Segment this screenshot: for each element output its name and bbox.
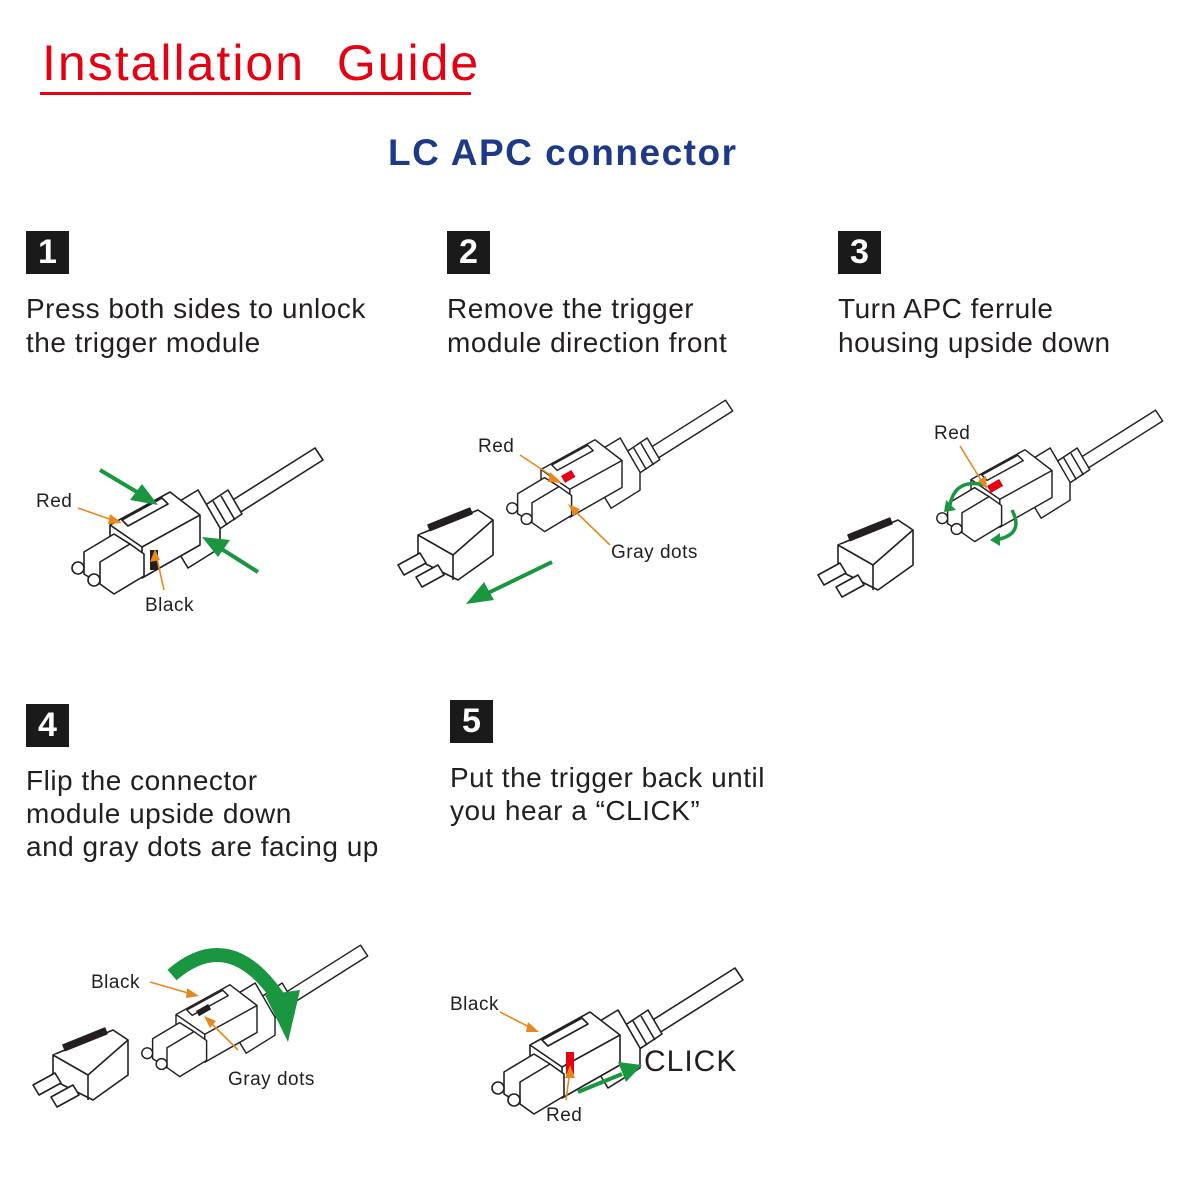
- step-5-label-red: Red: [546, 1105, 583, 1126]
- step-2-connector-drawing: [506, 399, 734, 533]
- step-3-connector-drawing: [936, 409, 1164, 543]
- step-3-text: Turn APC ferrule housing upside down: [838, 292, 1111, 360]
- step-2-line-2: module direction front: [447, 327, 728, 358]
- red-marker: [987, 479, 1004, 493]
- step-4-line-1: Flip the connector: [26, 765, 258, 796]
- rotate-arrow-icon: [944, 481, 1018, 546]
- step-1-line-2: the trigger module: [26, 327, 261, 358]
- step-5-line-1: Put the trigger back until: [450, 762, 765, 793]
- step-4-line-2: module upside down: [26, 798, 292, 829]
- step-4-label-gray-dots: Gray dots: [228, 1069, 315, 1090]
- flip-arrow-icon: [167, 948, 300, 1042]
- page-title: Installation Guide: [42, 35, 481, 91]
- leader-line: [207, 1019, 239, 1051]
- red-marker: [561, 470, 576, 483]
- green-arrow-icon: [466, 560, 553, 604]
- step-1-label-black: Black: [145, 595, 194, 616]
- step-1-text: Press both sides to unlock the trigger m…: [26, 292, 366, 360]
- step-5-badge: 5: [450, 700, 493, 743]
- step-4-label-black: Black: [91, 972, 140, 993]
- step-5-connector-drawing: [491, 967, 744, 1115]
- leader-line: [571, 507, 611, 546]
- step-3-label-red: Red: [934, 423, 971, 444]
- step-1-label-red: Red: [36, 491, 73, 512]
- step-2-label-gray-dots: Gray dots: [611, 542, 698, 563]
- green-arrow-icon: [577, 1062, 642, 1094]
- title-underline: [40, 92, 471, 95]
- step-4-badge: 4: [26, 704, 69, 747]
- step-5-line-2: you hear a “CLICK”: [450, 795, 701, 826]
- red-marker: [566, 1052, 574, 1074]
- step-5-text: Put the trigger back until you hear a “C…: [450, 761, 765, 827]
- step-3-line-1: Turn APC ferrule: [838, 293, 1054, 324]
- black-marker: [195, 1004, 212, 1017]
- leader-line: [959, 445, 985, 486]
- step-1-line-1: Press both sides to unlock: [26, 293, 366, 324]
- green-arrow-icon: [98, 468, 158, 505]
- step-2-label-red: Red: [478, 436, 515, 457]
- step-4-text: Flip the connector module upside down an…: [26, 764, 379, 863]
- step-4-connector-drawing: [141, 944, 369, 1078]
- green-arrow-icon: [202, 537, 260, 574]
- step-5-label-black: Black: [450, 994, 499, 1015]
- step-2-text: Remove the trigger module direction fron…: [447, 292, 727, 360]
- step-2-badge: 2: [447, 231, 490, 274]
- click-text: CLICK: [644, 1045, 738, 1078]
- step-4-line-3: and gray dots are facing up: [26, 831, 379, 862]
- step-2-line-1: Remove the trigger: [447, 293, 695, 324]
- step-1-badge: 1: [26, 231, 69, 274]
- page-subtitle: LC APC connector: [388, 132, 738, 173]
- step-3-line-2: housing upside down: [838, 327, 1111, 358]
- step-3-badge: 3: [838, 231, 881, 274]
